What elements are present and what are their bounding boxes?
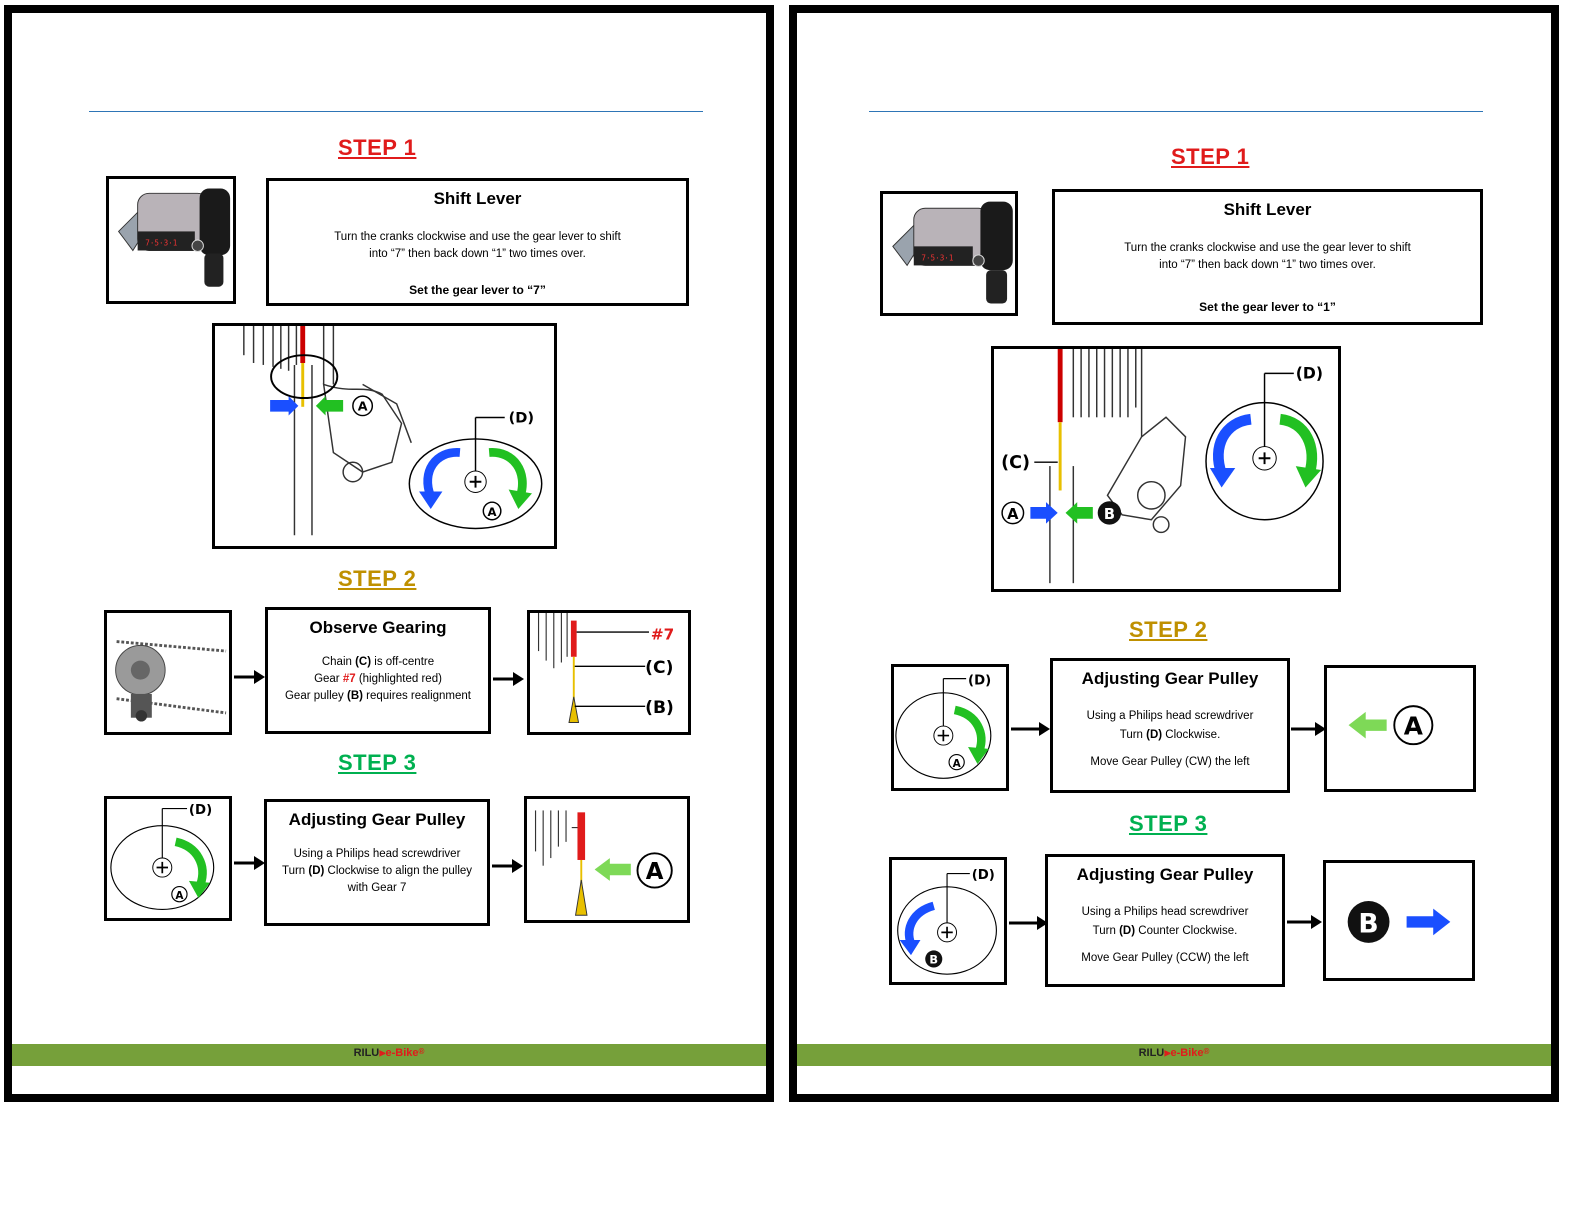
step2-label-a2: A bbox=[1404, 712, 1424, 741]
shift-lever-photo: 7·5·3·1 bbox=[106, 176, 236, 304]
header-rule bbox=[89, 111, 703, 112]
step3-text-box: Adjusting Gear Pulley Using a Philips he… bbox=[1045, 854, 1285, 987]
step3-text-box: Adjusting Gear Pulley Using a Philips he… bbox=[264, 799, 490, 926]
diagram1-label-d: (D) bbox=[509, 409, 534, 426]
diagram1-label-d: (D) bbox=[1296, 364, 1323, 382]
step2-line1: Chain (C) is off-centre bbox=[321, 656, 435, 668]
step1-text-box: Shift Lever Turn the cranks clockwise an… bbox=[266, 178, 689, 306]
arrow-right-icon bbox=[234, 855, 266, 876]
step1-line1: Turn the cranks clockwise and use the ge… bbox=[334, 231, 621, 243]
step1-title: Shift Lever bbox=[1223, 200, 1312, 219]
step3-heading: STEP 3 bbox=[1129, 811, 1208, 836]
step2-heading: STEP 2 bbox=[1129, 617, 1208, 642]
page-left: STEP 1 7·5·3·1 Shift Lever Turn the cran… bbox=[4, 5, 774, 1102]
step3-line2: Turn (D) Counter Clockwise. bbox=[1092, 925, 1238, 937]
move-left-diagram: A bbox=[1324, 665, 1476, 792]
gear-alignment-diagram: #7 (C) (B) bbox=[527, 610, 691, 735]
diagram1-label-a2: A bbox=[488, 505, 497, 519]
footer-bar: RILU⫸e-Bike® bbox=[797, 1044, 1551, 1066]
step3-line3: with Gear 7 bbox=[347, 882, 407, 894]
pulley-label-b: (B) bbox=[645, 698, 674, 718]
step1-title: Shift Lever bbox=[433, 189, 522, 208]
step1-note: Set the gear lever to “1” bbox=[1199, 300, 1336, 314]
step2-text-box: Adjusting Gear Pulley Using a Philips he… bbox=[1050, 658, 1290, 793]
arrow-right-icon bbox=[493, 671, 525, 692]
diagram1-label-c: (C) bbox=[1001, 453, 1030, 473]
step3-line3: Move Gear Pulley (CCW) the left bbox=[1081, 952, 1249, 964]
step2-line1: Using a Philips head screwdriver bbox=[1086, 710, 1254, 722]
diagram1-label-a: A bbox=[358, 399, 368, 414]
cassette-photo bbox=[104, 610, 232, 735]
arrow-right-icon bbox=[1009, 915, 1049, 936]
step1-heading: STEP 1 bbox=[1171, 144, 1250, 169]
derailleur-diagram: (C) A B (D) bbox=[991, 346, 1341, 592]
arrow-right-icon bbox=[1287, 914, 1323, 935]
step2-line3: Gear pulley (B) requires realignment bbox=[284, 690, 471, 702]
step2-heading: STEP 2 bbox=[338, 566, 417, 591]
step3-label-b: B bbox=[929, 953, 938, 967]
step3-label-d: (D) bbox=[972, 868, 995, 883]
logo-icon: ⫸ bbox=[379, 1047, 386, 1059]
step2-line3: Move Gear Pulley (CW) the left bbox=[1090, 756, 1250, 768]
pulley-ccw-diagram: (D) B bbox=[889, 857, 1007, 985]
chain-label-c: (C) bbox=[645, 658, 673, 678]
step2-label-d: (D) bbox=[968, 673, 991, 688]
svg-text:7·5·3·1: 7·5·3·1 bbox=[921, 254, 953, 263]
step1-text-box: Shift Lever Turn the cranks clockwise an… bbox=[1052, 189, 1483, 325]
logo-icon: ⫸ bbox=[1164, 1047, 1171, 1059]
step1-line2: into “7” then back down “1” two times ov… bbox=[1159, 259, 1376, 271]
header-rule bbox=[869, 111, 1483, 112]
step3-label-a: A bbox=[175, 890, 184, 902]
brand-logo: RILU⫸e-Bike® bbox=[1138, 1047, 1210, 1059]
step3-line1: Using a Philips head screwdriver bbox=[1081, 906, 1249, 918]
step2-text-box: Observe Gearing Chain (C) is off-centre … bbox=[265, 607, 491, 734]
arrow-right-icon bbox=[492, 858, 524, 879]
step1-note: Set the gear lever to “7” bbox=[409, 283, 546, 297]
step3-title: Adjusting Gear Pulley bbox=[288, 810, 466, 829]
page-right: STEP 1 7·5·3·1 Shift Lever Turn the cran… bbox=[789, 5, 1559, 1102]
step1-line1: Turn the cranks clockwise and use the ge… bbox=[1124, 242, 1411, 254]
arrow-right-icon bbox=[234, 669, 266, 690]
step2-title: Observe Gearing bbox=[309, 618, 447, 637]
step2-label-a: A bbox=[953, 758, 962, 770]
derailleur-diagram: A (D) A bbox=[212, 323, 557, 549]
arrow-right-icon bbox=[1291, 721, 1327, 742]
step2-line2: Gear #7 (highlighted red) bbox=[314, 673, 442, 685]
step2-title: Adjusting Gear Pulley bbox=[1081, 669, 1259, 688]
diagram1-label-a: A bbox=[1007, 506, 1019, 523]
shift-lever-photo: 7·5·3·1 bbox=[880, 191, 1018, 316]
step3-label-b2: B bbox=[1358, 908, 1378, 939]
step3-label-a2: A bbox=[646, 859, 664, 885]
step3-line1: Using a Philips head screwdriver bbox=[293, 848, 461, 860]
step3-title: Adjusting Gear Pulley bbox=[1076, 865, 1254, 884]
step1-heading: STEP 1 bbox=[338, 135, 417, 160]
pulley-cw-diagram: (D) A bbox=[104, 796, 232, 921]
step2-line2: Turn (D) Clockwise. bbox=[1119, 729, 1221, 741]
brand-logo: RILU⫸e-Bike® bbox=[353, 1047, 425, 1059]
move-right-diagram: B bbox=[1323, 860, 1475, 981]
gear-label-7: #7 bbox=[651, 626, 674, 644]
step1-line2: into “7” then back down “1” two times ov… bbox=[369, 248, 586, 260]
diagram1-label-b: B bbox=[1104, 506, 1115, 523]
pulley-cw-diagram: (D) A bbox=[891, 664, 1009, 791]
step3-line2: Turn (D) Clockwise to align the pulley bbox=[281, 865, 473, 877]
step3-label-d: (D) bbox=[189, 803, 212, 818]
pulley-align-diagram: A bbox=[524, 796, 690, 923]
svg-text:7·5·3·1: 7·5·3·1 bbox=[145, 239, 177, 248]
step3-heading: STEP 3 bbox=[338, 750, 417, 775]
footer-bar: RILU⫸e-Bike® bbox=[12, 1044, 766, 1066]
arrow-right-icon bbox=[1011, 721, 1051, 742]
